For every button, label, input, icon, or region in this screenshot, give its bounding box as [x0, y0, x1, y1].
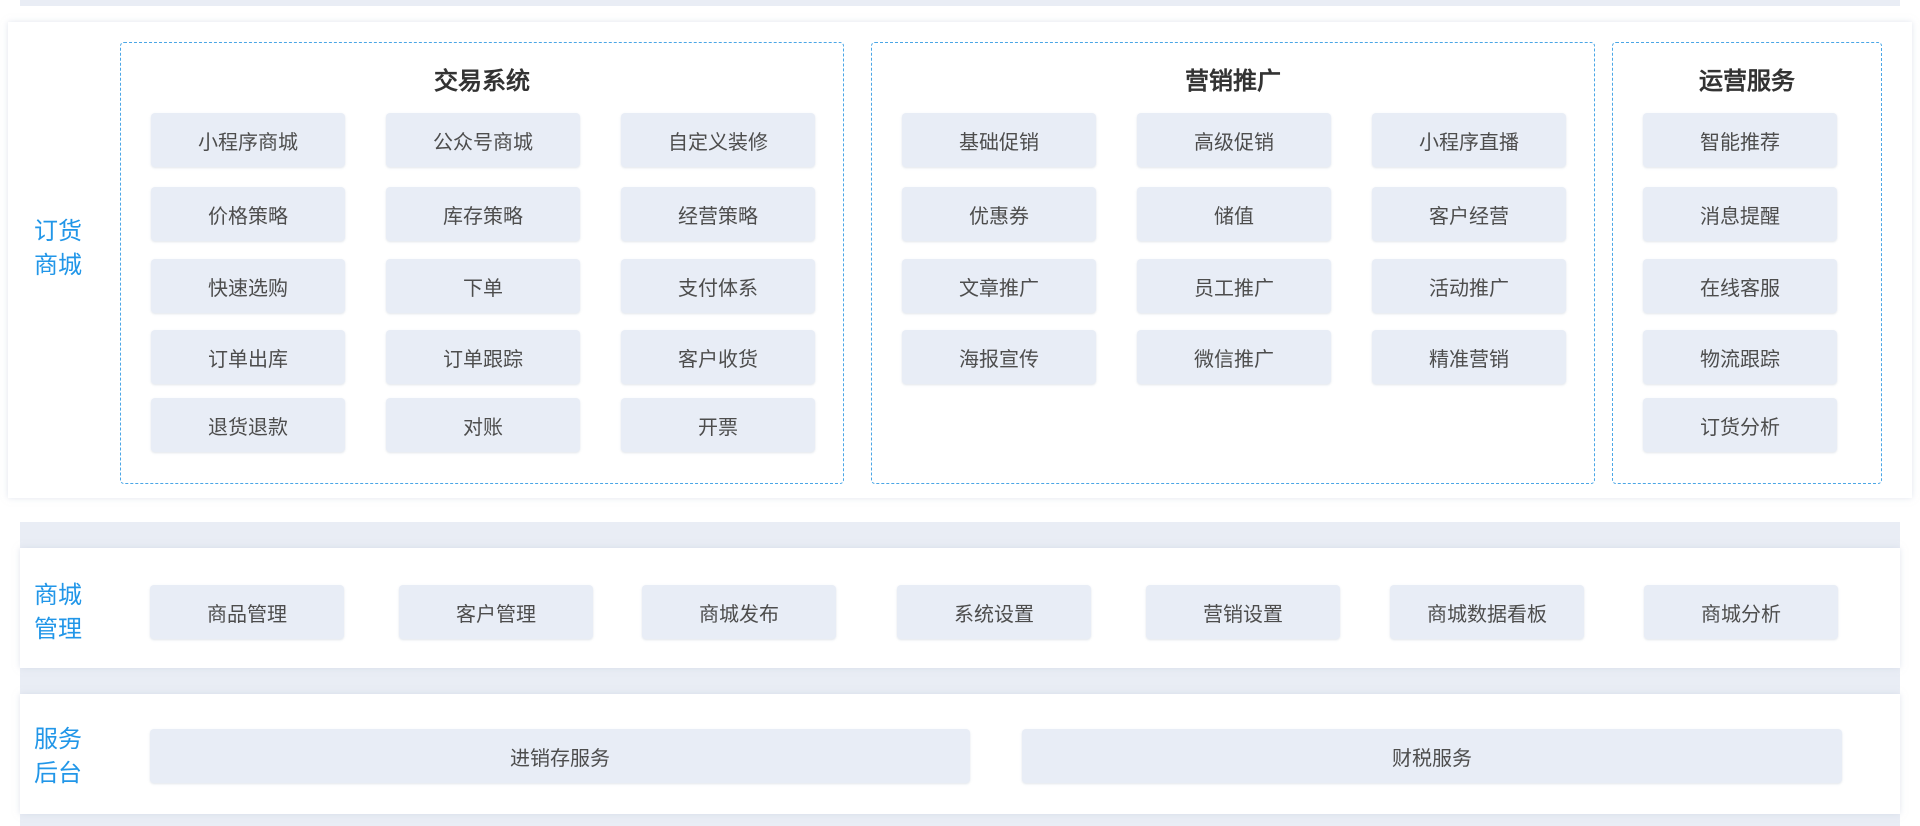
- mall-label-line2: 商城: [34, 251, 82, 279]
- trade-tile[interactable]: 库存策略: [386, 187, 580, 241]
- separator-band-2: [20, 668, 1900, 694]
- mall-label-line1: 订货: [34, 217, 82, 245]
- marketing-tile[interactable]: 储值: [1137, 187, 1331, 241]
- separator-band-1: [20, 522, 1900, 548]
- trade-tile[interactable]: 快速选购: [151, 259, 345, 313]
- trade-tile[interactable]: 订单跟踪: [386, 330, 580, 384]
- backend-label-line1: 服务: [34, 725, 82, 753]
- trade-tile[interactable]: 价格策略: [151, 187, 345, 241]
- marketing-tile[interactable]: 微信推广: [1137, 330, 1331, 384]
- trade-system-title: 交易系统: [434, 67, 530, 95]
- management-tile[interactable]: 营销设置: [1146, 585, 1340, 639]
- operations-title: 运营服务: [1699, 67, 1795, 95]
- marketing-tile[interactable]: 海报宣传: [902, 330, 1096, 384]
- backend-tile-finance-tax[interactable]: 财税服务: [1022, 729, 1842, 783]
- trade-tile[interactable]: 退货退款: [151, 398, 345, 452]
- marketing-group: 营销推广 基础促销 高级促销 小程序直播 优惠券 储值 客户经营 文章推广 员工…: [871, 42, 1595, 484]
- trade-tile[interactable]: 开票: [621, 398, 815, 452]
- trade-tile[interactable]: 订单出库: [151, 330, 345, 384]
- operations-tile[interactable]: 订货分析: [1643, 398, 1837, 452]
- marketing-tile[interactable]: 客户经营: [1372, 187, 1566, 241]
- management-label-line2: 管理: [34, 615, 82, 643]
- operations-group: 运营服务 智能推荐 消息提醒 在线客服 物流跟踪 订货分析: [1612, 42, 1882, 484]
- marketing-tile[interactable]: 高级促销: [1137, 113, 1331, 167]
- trade-tile[interactable]: 自定义装修: [621, 113, 815, 167]
- management-tile[interactable]: 商城发布: [642, 585, 836, 639]
- operations-tile[interactable]: 消息提醒: [1643, 187, 1837, 241]
- trade-tile[interactable]: 公众号商城: [386, 113, 580, 167]
- management-tile[interactable]: 商城数据看板: [1390, 585, 1584, 639]
- trade-tile[interactable]: 客户收货: [621, 330, 815, 384]
- management-tile[interactable]: 客户管理: [399, 585, 593, 639]
- trade-tile[interactable]: 小程序商城: [151, 113, 345, 167]
- backend-section-label: 服务 后台: [20, 722, 96, 790]
- operations-tile[interactable]: 物流跟踪: [1643, 330, 1837, 384]
- operations-tile[interactable]: 智能推荐: [1643, 113, 1837, 167]
- operations-tile[interactable]: 在线客服: [1643, 259, 1837, 313]
- marketing-tile[interactable]: 精准营销: [1372, 330, 1566, 384]
- mall-section-label: 订货 商城: [20, 214, 96, 282]
- backend-label-line2: 后台: [34, 759, 82, 787]
- trade-tile[interactable]: 下单: [386, 259, 580, 313]
- management-label-line1: 商城: [34, 581, 82, 609]
- marketing-tile[interactable]: 文章推广: [902, 259, 1096, 313]
- marketing-title: 营销推广: [1185, 67, 1281, 95]
- top-band: [20, 0, 1900, 6]
- trade-tile[interactable]: 经营策略: [621, 187, 815, 241]
- trade-tile[interactable]: 支付体系: [621, 259, 815, 313]
- backend-tile-inventory[interactable]: 进销存服务: [150, 729, 970, 783]
- marketing-tile[interactable]: 小程序直播: [1372, 113, 1566, 167]
- management-section-label: 商城 管理: [20, 578, 96, 646]
- marketing-tile[interactable]: 活动推广: [1372, 259, 1566, 313]
- management-tile[interactable]: 商品管理: [150, 585, 344, 639]
- marketing-tile[interactable]: 基础促销: [902, 113, 1096, 167]
- bottom-band: [20, 814, 1900, 826]
- marketing-tile[interactable]: 员工推广: [1137, 259, 1331, 313]
- management-tile[interactable]: 系统设置: [897, 585, 1091, 639]
- trade-tile[interactable]: 对账: [386, 398, 580, 452]
- marketing-tile[interactable]: 优惠券: [902, 187, 1096, 241]
- trade-system-group: 交易系统 小程序商城 公众号商城 自定义装修 价格策略 库存策略 经营策略 快速…: [120, 42, 844, 484]
- management-tile[interactable]: 商城分析: [1644, 585, 1838, 639]
